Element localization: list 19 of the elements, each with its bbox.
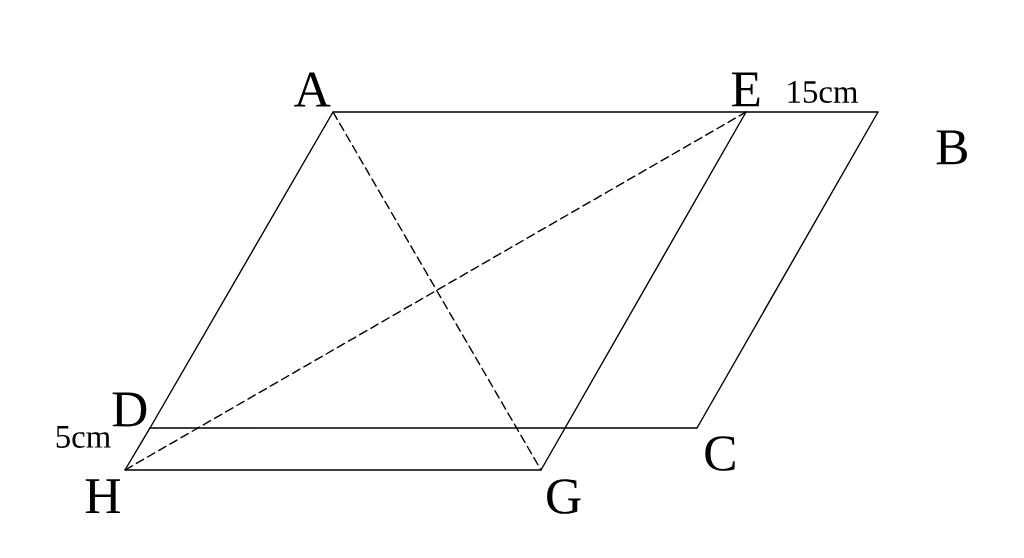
line-segment — [149, 111, 334, 429]
line-segment — [696, 111, 879, 429]
vertex-label: H — [85, 479, 120, 514]
line-segment — [745, 111, 879, 113]
line-segment — [124, 427, 151, 471]
line-segment — [124, 469, 542, 471]
vertex-label: A — [294, 72, 331, 107]
edge-label: 15cm — [784, 79, 860, 105]
vertex-label: C — [705, 436, 735, 471]
line-segment — [332, 111, 542, 471]
line-segment — [332, 111, 747, 113]
line-segment — [540, 111, 747, 471]
line-segment — [149, 427, 698, 429]
vertex-label: G — [547, 479, 581, 514]
vertex-label: B — [936, 130, 967, 165]
line-segment — [124, 111, 747, 471]
vertex-label: E — [731, 72, 760, 107]
edge-label: 5cm — [53, 424, 113, 450]
vertex-label: D — [112, 392, 147, 427]
